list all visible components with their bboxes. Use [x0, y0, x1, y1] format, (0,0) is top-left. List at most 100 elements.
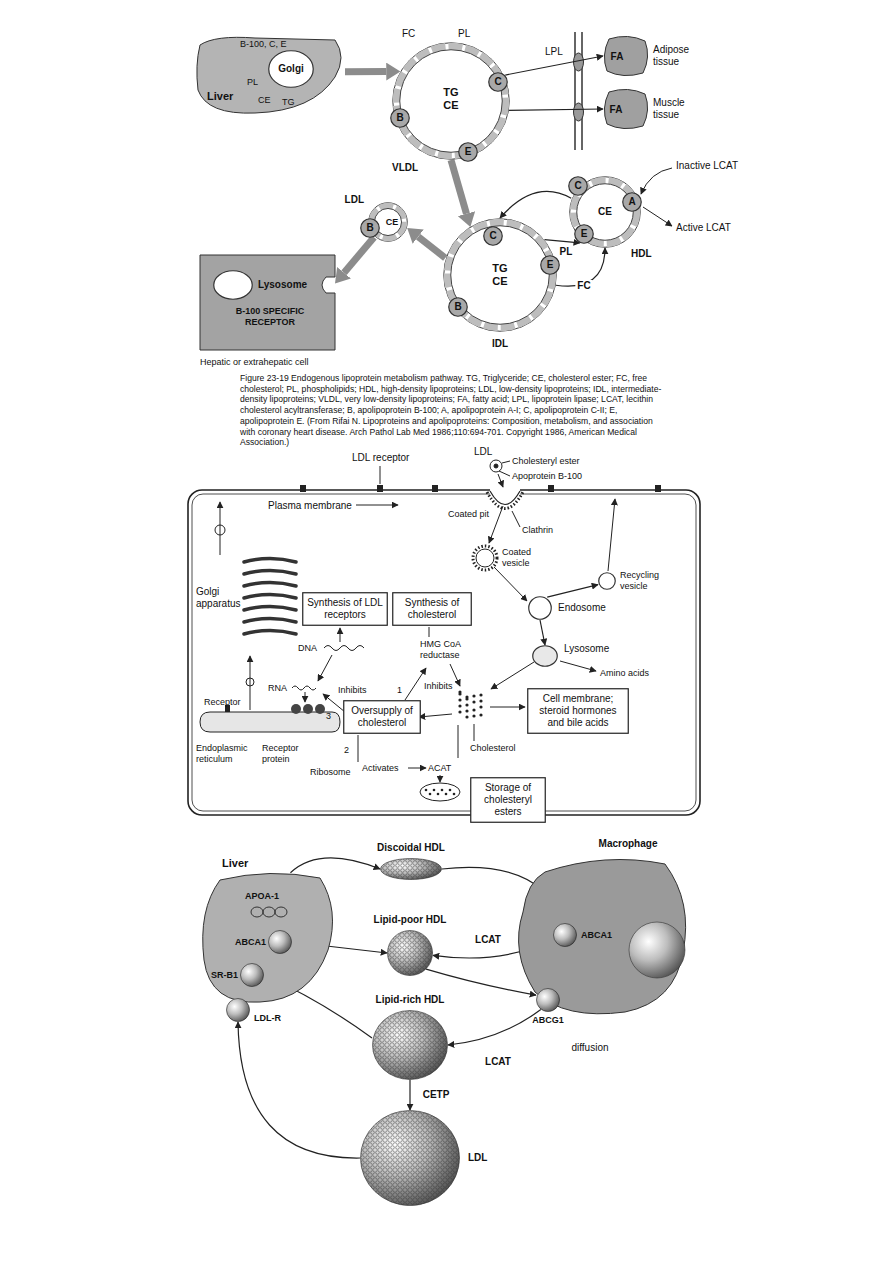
- annotation-label: ACAT: [428, 763, 451, 774]
- node-label: E: [581, 228, 588, 240]
- apoprotein-circle: A: [622, 192, 642, 212]
- node-shape: [268, 930, 292, 954]
- hdl-particle: CEHDLCEA: [569, 176, 641, 248]
- node-label: LDL: [345, 194, 364, 206]
- node-shape: [387, 930, 433, 976]
- node-shape: [569, 177, 588, 196]
- coated-pit: [487, 491, 523, 509]
- cholesterol-dots: [472, 694, 475, 697]
- cholesterol-dots: [472, 714, 475, 717]
- node-shape: [553, 923, 577, 947]
- golgi-stack: [244, 559, 296, 635]
- node-label: C: [494, 76, 501, 88]
- node-shape: [449, 298, 468, 317]
- node-label: Recycling vesicle: [620, 570, 666, 592]
- annotation-label: Golgi apparatus: [196, 586, 240, 610]
- leader-line: [380, 466, 381, 484]
- pointer-arrow: [641, 168, 672, 194]
- flow-arrow: [426, 969, 536, 995]
- cholesterol-dots: [479, 705, 482, 708]
- ribosome: [291, 704, 301, 714]
- node-label: C: [574, 180, 581, 192]
- node-shape: [361, 219, 380, 238]
- liver-organ: LiverAPOA-1ABCA1SR-B1LDL-R: [200, 870, 335, 1005]
- node-shape: [489, 73, 508, 92]
- ldl-receptor: [548, 485, 554, 492]
- cholesterol-dots: [458, 710, 461, 713]
- node-label: SR-B1: [211, 970, 238, 981]
- pointer-arrow: [489, 506, 503, 543]
- ldl-particle: LDL: [360, 1110, 460, 1206]
- node-shape: [529, 597, 552, 620]
- node-shape: [554, 924, 577, 947]
- ldl-particle: CELDLB: [368, 202, 408, 242]
- target-cell: B-100 SPECIFIC RECEPTORHepatic or extrah…: [200, 255, 335, 350]
- pointer-arrow: [340, 628, 341, 642]
- node-shape: [447, 222, 553, 328]
- node-label: VLDL: [392, 162, 418, 174]
- node-label: LDL-R: [254, 1013, 281, 1024]
- flow-arrow: [540, 620, 545, 645]
- annotation-label: Cholesteryl ester: [512, 456, 580, 467]
- pointer-arrow: [490, 707, 525, 708]
- pointer-arrow: [356, 505, 398, 506]
- coated-vesicle: [476, 549, 494, 567]
- ester-dots: [425, 789, 456, 796]
- node-shape: [533, 646, 558, 667]
- apoprotein-circle: B: [390, 108, 410, 128]
- node-shape: [226, 998, 250, 1022]
- node-shape: [361, 1111, 460, 1206]
- flow-arrow: [290, 858, 380, 873]
- annotation-label: Cholesterol: [470, 743, 516, 754]
- node-label: A: [628, 196, 635, 208]
- flow-arrow: [508, 109, 603, 110]
- node-shape: [213, 270, 253, 300]
- coated-vesicle: [473, 546, 497, 570]
- pointer-arrow: [560, 661, 596, 671]
- edge-label: LCAT: [473, 934, 503, 946]
- node-shape: [484, 227, 503, 246]
- node-label: B: [454, 301, 461, 313]
- muscle-cell: FAMuscle tissue: [603, 88, 648, 130]
- endoplasmic-reticulum: [200, 712, 340, 732]
- ester-dots: [453, 793, 456, 796]
- ester-droplet: [420, 783, 460, 801]
- endosome: Endosome: [528, 596, 552, 620]
- node-label: Hepatic or extrahepatic cell: [200, 357, 309, 368]
- annotation-label: Plasma membrane: [268, 500, 352, 512]
- cell-outline: [188, 490, 700, 815]
- process-box: Storage of cholesteryl esters: [470, 777, 546, 823]
- apoprotein-circle: E: [574, 224, 594, 244]
- node-shape: [203, 873, 333, 1002]
- cholesterol-dots: [465, 697, 468, 700]
- node-label: CE: [386, 217, 399, 228]
- node-shape: [263, 907, 275, 917]
- annotation-label: Coated vesicle: [502, 547, 542, 569]
- pointer-arrow: [220, 502, 221, 555]
- node-label: Discoidal HDL: [377, 842, 445, 854]
- hdl-particle: Discoidal HDL: [380, 858, 442, 880]
- leader-line: [474, 724, 475, 741]
- node-label: APOA-1: [245, 891, 279, 902]
- node-shape: [361, 1111, 460, 1206]
- apoprotein-circle: B: [360, 218, 380, 238]
- annotation-label: Clathrin: [522, 525, 553, 536]
- node-shape: [372, 1010, 448, 1080]
- ldl-particle: [490, 460, 502, 472]
- annotation-label: TG: [282, 97, 295, 108]
- node-shape: [400, 50, 503, 153]
- annotation-label: 1: [397, 685, 402, 696]
- annotation-label: Receptor: [204, 697, 241, 708]
- node-label: E: [547, 259, 554, 271]
- ldl-receptor: [377, 485, 383, 492]
- golgi-stack: [244, 595, 296, 599]
- coated-vesicle: [473, 546, 497, 570]
- node-shape: [241, 964, 264, 987]
- node-shape: [269, 931, 292, 954]
- flow-arrow: [500, 191, 571, 218]
- node-shape: [373, 1011, 448, 1080]
- node-shape: [603, 35, 648, 77]
- annotation-label: Receptor protein: [262, 743, 306, 765]
- cholesterol-dots: [458, 692, 461, 695]
